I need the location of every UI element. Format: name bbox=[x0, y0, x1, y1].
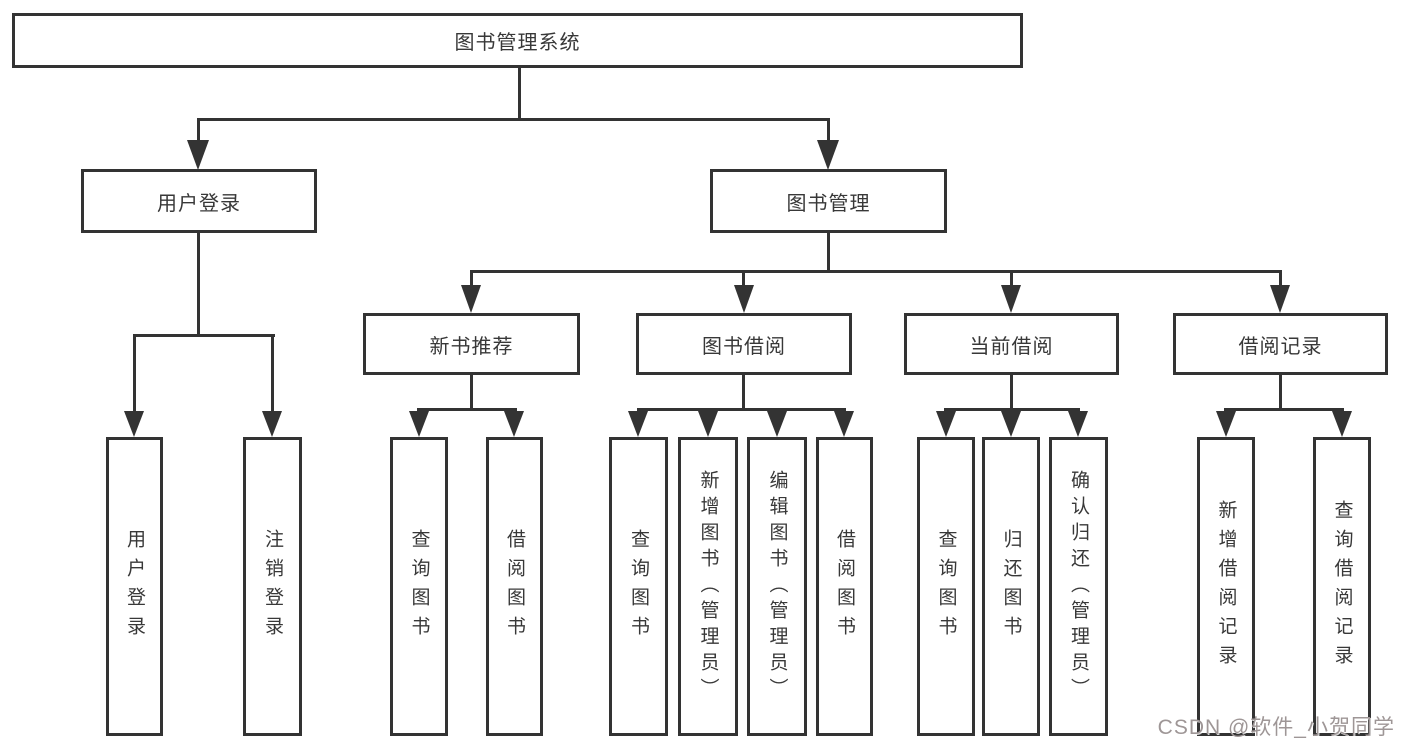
arrow-down-icon bbox=[698, 411, 718, 437]
node-user-login: 用户登录 bbox=[81, 169, 317, 233]
arrow-down-icon bbox=[1001, 285, 1021, 313]
node-current-borrowing: 当前借阅 bbox=[904, 313, 1119, 375]
connector-line bbox=[470, 270, 1282, 273]
connector-line bbox=[470, 273, 473, 287]
leaf-query-books-recommend: 查询图书 bbox=[390, 437, 448, 736]
node-book-borrowing: 图书借阅 bbox=[636, 313, 852, 375]
leaf-logout-login: 注销登录 bbox=[243, 437, 302, 736]
leaf-label: 新增图书（管理员） bbox=[697, 469, 719, 704]
connector-line bbox=[827, 121, 830, 143]
leaf-edit-books-admin: 编辑图书（管理员） bbox=[747, 437, 807, 736]
leaf-label: 确认归还（管理员） bbox=[1068, 469, 1089, 704]
connector-line bbox=[1279, 273, 1282, 287]
leaf-query-books-current: 查询图书 bbox=[917, 437, 975, 736]
connector-line bbox=[742, 273, 745, 287]
leaf-label: 查询借阅记录 bbox=[1331, 499, 1353, 674]
connector-line bbox=[470, 373, 473, 411]
node-borrow-records: 借阅记录 bbox=[1173, 313, 1388, 375]
connector-line bbox=[1279, 373, 1282, 411]
connector-line bbox=[133, 334, 275, 337]
arrow-down-icon bbox=[817, 140, 839, 170]
arrow-down-icon bbox=[1332, 411, 1352, 437]
leaf-query-borrow-record: 查询借阅记录 bbox=[1313, 437, 1371, 736]
arrow-down-icon bbox=[1068, 411, 1088, 437]
leaf-add-borrow-record: 新增借阅记录 bbox=[1197, 437, 1255, 736]
csdn-watermark: CSDN @软件_小贺同学 bbox=[1157, 716, 1395, 739]
node-library-system: 图书管理系统 bbox=[12, 13, 1023, 68]
connector-line bbox=[742, 373, 745, 411]
arrow-down-icon bbox=[936, 411, 956, 437]
arrow-down-icon bbox=[628, 411, 648, 437]
leaf-query-books-borrowing: 查询图书 bbox=[609, 437, 668, 736]
connector-line bbox=[197, 118, 830, 121]
leaf-label: 注销登录 bbox=[262, 528, 283, 645]
node-book-management: 图书管理 bbox=[710, 169, 947, 233]
arrow-down-icon bbox=[1001, 411, 1021, 437]
leaf-label: 编辑图书（管理员） bbox=[766, 469, 788, 704]
leaf-label: 查询图书 bbox=[935, 528, 957, 645]
arrow-down-icon bbox=[504, 411, 524, 437]
leaf-label: 用户登录 bbox=[124, 528, 145, 645]
connector-line bbox=[417, 408, 517, 411]
leaf-label: 借阅图书 bbox=[504, 528, 525, 645]
node-new-book-recommend: 新书推荐 bbox=[363, 313, 580, 375]
connector-line bbox=[637, 408, 846, 411]
connector-line bbox=[944, 408, 1080, 411]
connector-line bbox=[827, 231, 830, 273]
leaf-borrow-books-recommend: 借阅图书 bbox=[486, 437, 543, 736]
connector-line bbox=[518, 66, 521, 120]
arrow-down-icon bbox=[262, 411, 282, 437]
leaf-borrow-books-borrowing: 借阅图书 bbox=[816, 437, 873, 736]
leaf-add-books-admin: 新增图书（管理员） bbox=[678, 437, 738, 736]
arrow-down-icon bbox=[124, 411, 144, 437]
connector-line bbox=[197, 231, 200, 336]
arrow-down-icon bbox=[409, 411, 429, 437]
arrow-down-icon bbox=[834, 411, 854, 437]
leaf-label: 查询图书 bbox=[408, 528, 430, 645]
leaf-label: 查询图书 bbox=[628, 528, 649, 645]
leaf-return-books: 归还图书 bbox=[982, 437, 1040, 736]
leaf-label: 借阅图书 bbox=[834, 528, 855, 645]
arrow-down-icon bbox=[734, 285, 754, 313]
connector-line bbox=[1010, 273, 1013, 287]
arrow-down-icon bbox=[1216, 411, 1236, 437]
arrow-down-icon bbox=[767, 411, 787, 437]
connector-line bbox=[1224, 408, 1344, 411]
connector-line bbox=[271, 337, 274, 414]
leaf-confirm-return-admin: 确认归还（管理员） bbox=[1049, 437, 1108, 736]
connector-line bbox=[197, 121, 200, 143]
connector-line bbox=[133, 337, 136, 414]
leaf-label: 归还图书 bbox=[1000, 528, 1022, 645]
connector-line bbox=[1010, 373, 1013, 411]
arrow-down-icon bbox=[187, 140, 209, 170]
leaf-user-login: 用户登录 bbox=[106, 437, 163, 736]
leaf-label: 新增借阅记录 bbox=[1215, 499, 1237, 674]
arrow-down-icon bbox=[1270, 285, 1290, 313]
arrow-down-icon bbox=[461, 285, 481, 313]
